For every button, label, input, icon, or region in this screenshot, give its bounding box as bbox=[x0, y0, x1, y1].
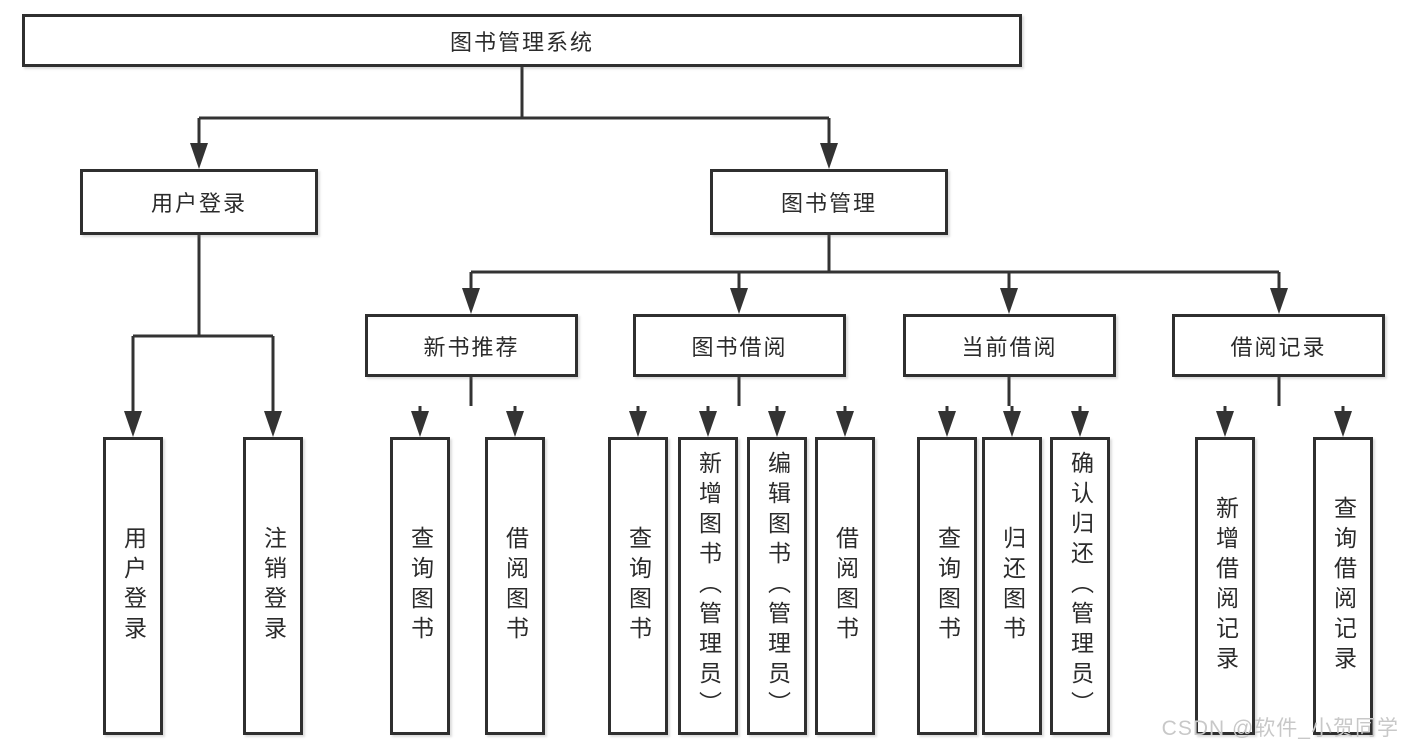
node-borrow-books-borrowing: 借阅图书 bbox=[815, 437, 875, 735]
node-query-books-current: 查询图书 bbox=[917, 437, 977, 735]
node-user-login: 用户登录 bbox=[80, 169, 318, 235]
node-book-management-system: 图书管理系统 bbox=[22, 14, 1022, 67]
node-add-borrow-record: 新增借阅记录 bbox=[1195, 437, 1255, 735]
node-query-borrow-record: 查询借阅记录 bbox=[1313, 437, 1373, 735]
node-query-books-recommend: 查询图书 bbox=[390, 437, 450, 735]
node-user-login-leaf: 用户登录 bbox=[103, 437, 163, 735]
node-query-books-borrowing: 查询图书 bbox=[608, 437, 668, 735]
node-new-book-recommendation: 新书推荐 bbox=[365, 314, 578, 377]
node-add-books-admin: 新增图书（管理员） bbox=[678, 437, 738, 735]
node-borrow-books-recommend: 借阅图书 bbox=[485, 437, 545, 735]
node-book-borrowing: 图书借阅 bbox=[633, 314, 846, 377]
node-book-management: 图书管理 bbox=[710, 169, 948, 235]
node-borrowing-records: 借阅记录 bbox=[1172, 314, 1385, 377]
node-logout-leaf: 注销登录 bbox=[243, 437, 303, 735]
node-confirm-return-admin: 确认归还（管理员） bbox=[1050, 437, 1110, 735]
node-edit-books-admin: 编辑图书（管理员） bbox=[747, 437, 807, 735]
csdn-watermark: CSDN @软件_小贺同学 bbox=[1161, 717, 1399, 740]
node-return-books: 归还图书 bbox=[982, 437, 1042, 735]
node-current-borrowing: 当前借阅 bbox=[903, 314, 1116, 377]
